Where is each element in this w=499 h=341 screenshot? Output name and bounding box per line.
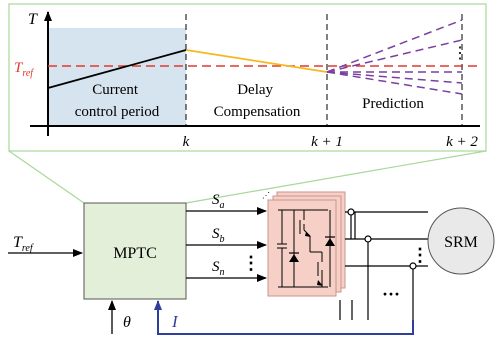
- prediction-line: [326, 19, 463, 73]
- theta-label: θ: [123, 314, 131, 331]
- tick-k1: k + 1: [311, 134, 343, 150]
- block-diagram: Tref MPTC Sa Sb Sn ⋮ ⋰: [8, 191, 495, 335]
- tref-input-label: Tref: [13, 234, 34, 254]
- current-label: I: [171, 312, 179, 331]
- diode-right: [325, 238, 335, 246]
- converter-dots: ⋰: [262, 191, 270, 200]
- prediction-region-label: Prediction: [362, 96, 424, 112]
- phase-wires: [339, 211, 428, 320]
- junction-dot: [347, 208, 355, 216]
- prediction-line: [326, 71, 463, 95]
- zoom-connector-left: [8, 150, 85, 204]
- junction-dot: [409, 262, 417, 270]
- diode-left: [289, 254, 299, 262]
- torque-delay-line: [185, 49, 328, 73]
- switch-signal-b-label: Sb: [212, 226, 225, 245]
- switch-upper-arrow: [305, 232, 311, 237]
- switch-lower-arrow: [317, 280, 323, 286]
- zoom-connector-right: [185, 150, 487, 204]
- timing-plot-frame: [8, 3, 487, 152]
- y-axis-label: T: [28, 11, 38, 28]
- reference-label: Tref: [14, 60, 34, 79]
- current-region-label: Current control period: [75, 82, 160, 120]
- current-feedback-path: [154, 300, 414, 335]
- delay-region-label: Delay Compensation: [214, 82, 301, 120]
- prediction-line: [326, 71, 463, 84]
- switch-signal-ellipsis: ⋮: [242, 253, 260, 273]
- tick-k2: k + 2: [446, 134, 478, 150]
- tick-k: k: [183, 134, 190, 150]
- phase-wire-ellipsis: ···: [382, 284, 400, 304]
- switch-signal-a-label: Sa: [212, 192, 225, 211]
- current-period-region: [48, 28, 186, 126]
- srm-label: SRM: [444, 234, 478, 251]
- prediction-ellipsis: ⋮: [452, 45, 468, 62]
- junction-dot: [364, 235, 372, 243]
- prediction-lines: [326, 19, 463, 95]
- motor-wire-ellipsis: ⋮: [411, 245, 429, 265]
- prediction-line: [326, 39, 463, 73]
- torque-current-line: [47, 49, 187, 89]
- mptc-label: MPTC: [113, 245, 157, 262]
- converter: ⋰: [262, 191, 346, 297]
- timing-plot: T Tref ⋮ Current control period Delay Co…: [8, 3, 487, 152]
- mptc-block: [83, 202, 187, 300]
- srm-motor: [427, 207, 495, 275]
- switch-signal-n-label: Sn: [212, 259, 225, 278]
